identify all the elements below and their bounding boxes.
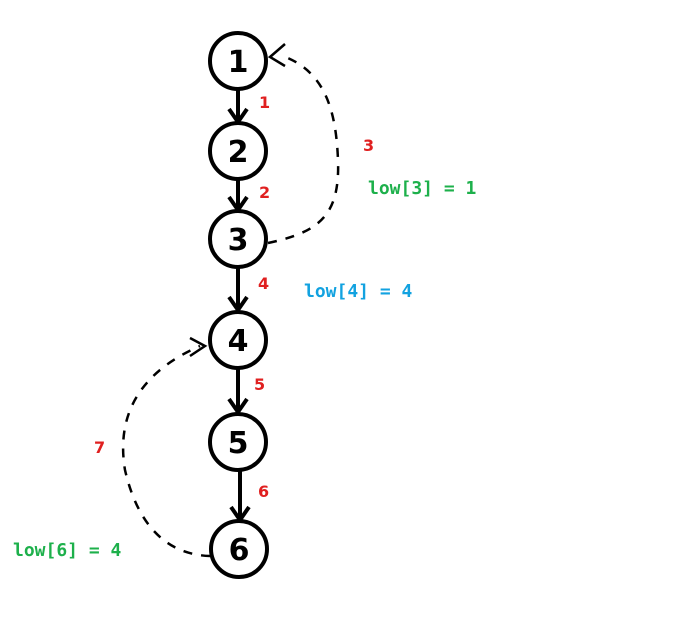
edge-label-5: 5 <box>254 375 265 394</box>
edge-label-7: 7 <box>94 438 105 457</box>
node-1: 1 <box>208 31 268 91</box>
edge-label-2: 2 <box>259 183 270 202</box>
node-4: 4 <box>208 310 268 370</box>
back-edge-6-4 <box>121 336 211 558</box>
node-2-label: 2 <box>228 135 249 170</box>
edge-label-3: 3 <box>363 136 374 155</box>
node-6-label: 6 <box>229 533 250 568</box>
node-3: 3 <box>208 209 268 269</box>
node-1-label: 1 <box>228 45 249 80</box>
node-3-label: 3 <box>228 223 249 258</box>
node-5: 5 <box>208 412 268 472</box>
edge-label-6: 6 <box>258 482 269 501</box>
annotation-low-6: low[6] = 4 <box>13 540 122 561</box>
node-2: 2 <box>208 121 268 181</box>
annotation-low-3: low[3] = 1 <box>368 178 476 199</box>
edge-2-3 <box>227 179 249 214</box>
back-edge-3-1 <box>267 43 340 245</box>
node-5-label: 5 <box>228 426 249 461</box>
edge-label-1: 1 <box>259 93 270 112</box>
edge-4-5 <box>227 368 249 416</box>
node-6: 6 <box>209 519 269 579</box>
edge-1-2 <box>227 89 249 126</box>
edge-label-4: 4 <box>258 274 269 293</box>
annotation-low-4: low[4] = 4 <box>304 281 413 302</box>
edge-3-4 <box>227 267 249 314</box>
node-4-label: 4 <box>228 324 249 359</box>
edge-5-6 <box>229 470 251 524</box>
